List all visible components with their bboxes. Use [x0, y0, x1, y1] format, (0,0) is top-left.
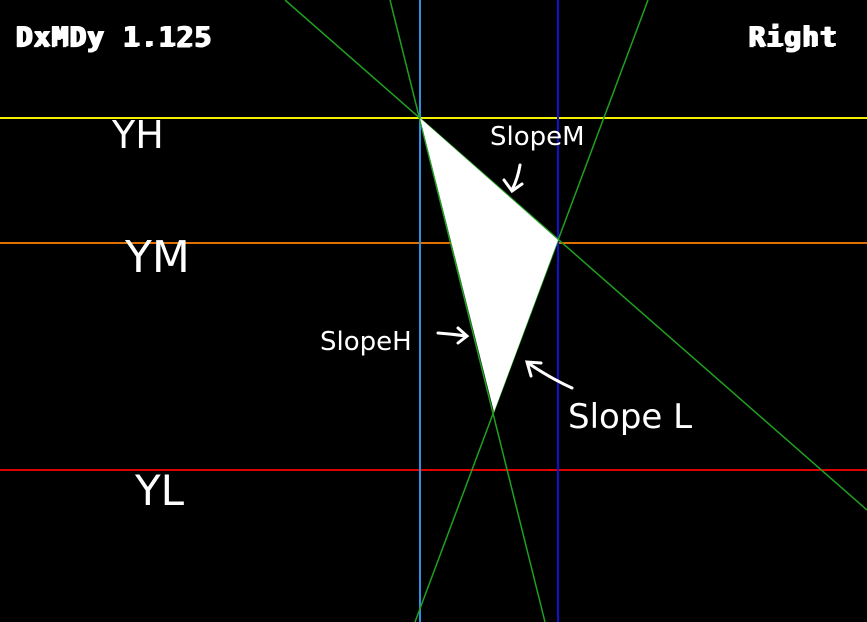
direction-readout: Right — [747, 20, 837, 53]
yh-label: YH — [111, 113, 164, 157]
slope-h-line — [389, 0, 546, 622]
dxmdy-readout: DxMDy 1.125 — [15, 20, 212, 53]
slope-l-label: Slope L — [568, 397, 692, 437]
slope-h-arrow — [436, 326, 470, 345]
slope-l-arrow — [524, 360, 574, 390]
slope-m-line — [284, 0, 867, 511]
slope-m-label: SlopeM — [490, 122, 585, 152]
slope-m-arrow — [502, 163, 524, 194]
filled-triangle — [420, 118, 558, 412]
ym-label: YM — [124, 232, 190, 283]
slope-h-label: SlopeH — [320, 327, 412, 357]
yl-label: YL — [134, 466, 185, 515]
